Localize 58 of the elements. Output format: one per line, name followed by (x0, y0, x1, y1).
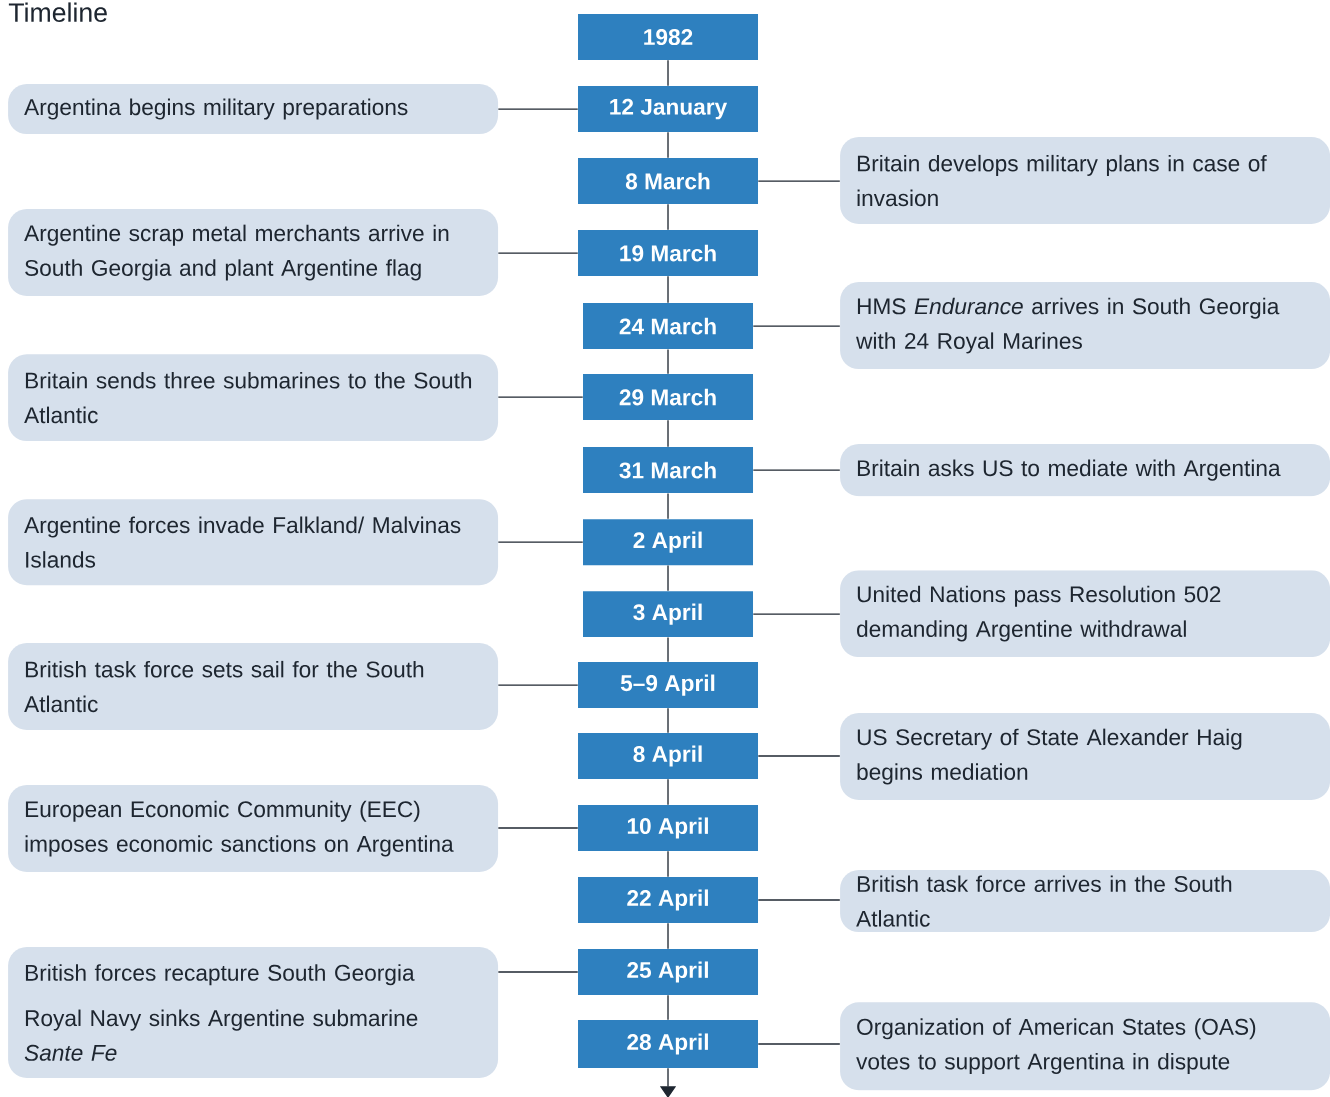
event-box: British task force sets sail for the South Atlantic (8, 643, 499, 730)
connector-line (667, 419, 669, 448)
date-box: 1982 (578, 14, 758, 61)
date-box: 24 March (583, 303, 753, 350)
date-box: 28 April (578, 1019, 758, 1068)
event-box: Britain develops military plans in case of invasion (840, 137, 1330, 224)
connector-line (497, 971, 579, 973)
connector-line (667, 131, 669, 159)
date-box: 25 April (578, 948, 758, 995)
connector-line (667, 492, 669, 520)
event-box: United Nations pass Resolution 502 demanding Argentine withdrawal (840, 570, 1330, 658)
connector-line (667, 636, 669, 663)
connector-line (752, 469, 841, 471)
connector-line (757, 180, 841, 182)
date-box: 3 April (583, 591, 753, 638)
date-box: 2 April (583, 519, 753, 566)
date-box: 29 March (583, 374, 753, 421)
event-box: US Secretary of State Alexander Haig begins mediation (840, 713, 1330, 800)
event-box: Argentina begins military preparations (8, 84, 499, 135)
date-box: 19 March (578, 230, 758, 277)
connector-line (757, 755, 841, 757)
connector-line (497, 541, 584, 543)
connector-line (497, 252, 579, 254)
connector-line (752, 613, 841, 615)
event-box: British forces recapture South Georgia Royal Navy sinks Argentine submarine Sante Fe (8, 947, 499, 1078)
event-box: HMS Endurance arrives in South Georgia with 24 Royal Marines (840, 282, 1330, 370)
event-box: Argentine forces invade Falkland/ Malvinas Islands (8, 499, 499, 586)
connector-line (497, 396, 584, 398)
date-box: 8 March (578, 158, 758, 205)
connector-line (497, 108, 579, 110)
connector-line (497, 827, 579, 829)
connector-line (667, 564, 669, 592)
connector-line (667, 922, 669, 950)
event-box: Britain asks US to mediate with Argentina (840, 444, 1330, 497)
connector-line (667, 348, 669, 375)
connector-line (497, 684, 579, 686)
connector-line (667, 203, 669, 231)
date-box: 12 January (578, 86, 758, 133)
event-box: Organization of American States (OAS) votes to support Argentina in dispute (840, 1002, 1330, 1091)
connector-line (667, 778, 669, 806)
event-box: Argentine scrap metal merchants arrive in South Georgia and plant Argentine flag (8, 209, 499, 296)
connector-line (667, 850, 669, 878)
date-box: 10 April (578, 804, 758, 851)
event-box: European Economic Community (EEC) imposes economic sanctions on Argentina (8, 785, 499, 872)
date-box: 8 April (578, 732, 758, 779)
title: Timeline (8, 2, 107, 22)
event-box: British task force arrives in the South Atlantic (840, 870, 1330, 932)
connector-line (667, 994, 669, 1021)
connector-line (667, 59, 669, 87)
connector-line (667, 275, 669, 304)
event-box: Britain sends three submarines to the South Atlantic (8, 354, 499, 442)
date-box: 5–9 April (578, 662, 758, 709)
connector-line (752, 325, 841, 327)
date-box: 31 March (583, 447, 753, 494)
connector-line (757, 1043, 841, 1045)
connector-line (667, 707, 669, 734)
date-box: 22 April (578, 876, 758, 923)
connector-line (757, 899, 841, 901)
